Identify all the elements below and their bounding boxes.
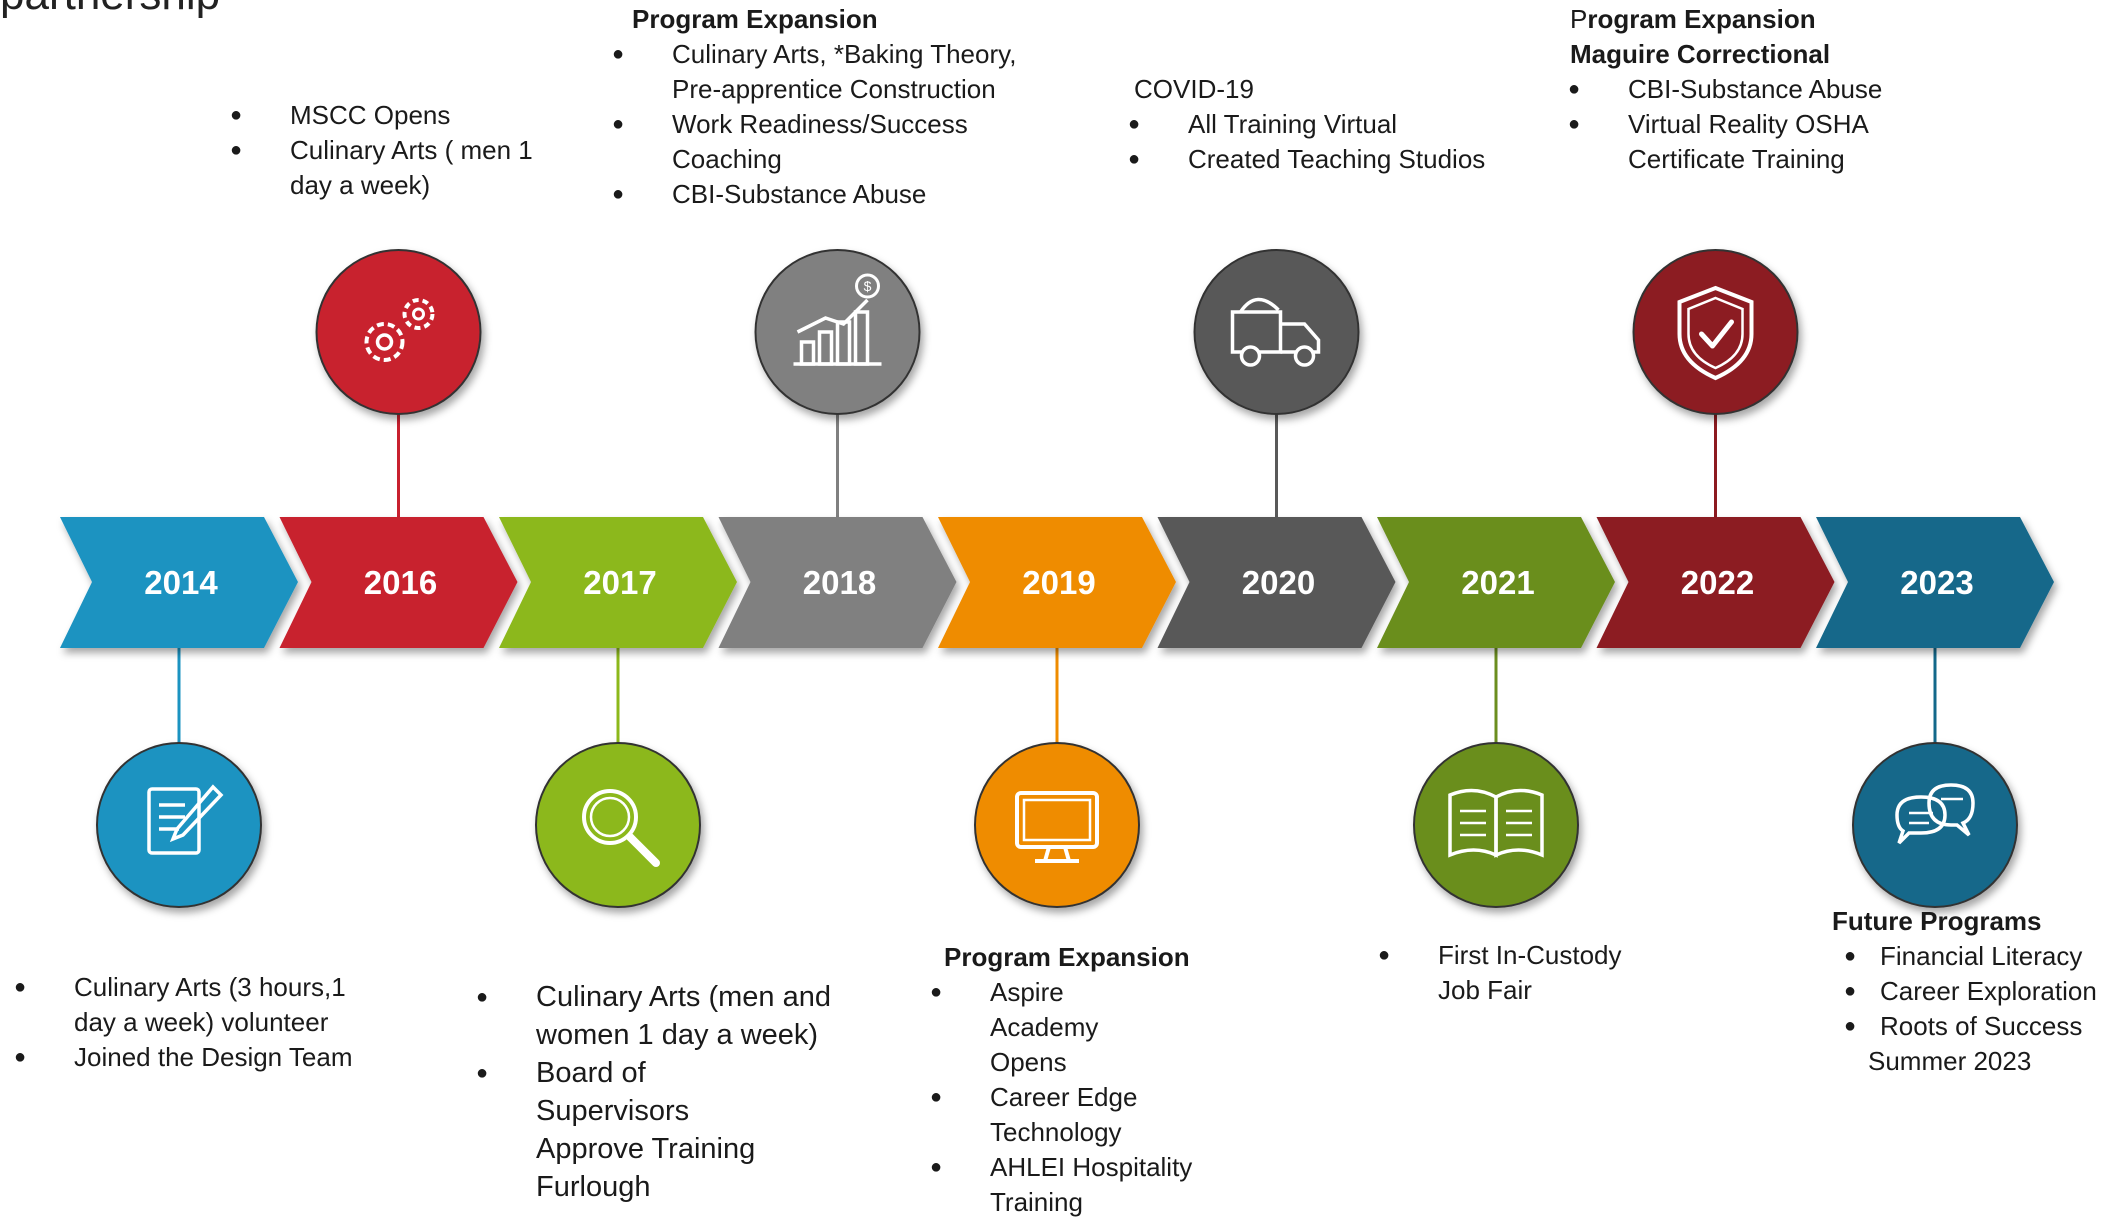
note-2023: Future Programs Financial Literacy Caree… — [1832, 904, 2121, 1079]
note-2023-item-1: Financial Literacy — [1844, 939, 2121, 974]
note-2023-item-3: Roots of Success — [1844, 1009, 2121, 1044]
timeline-graphic: 2014 2016 2017 2018 2019 2020 2021 2022 2023 $ — [60, 249, 2054, 908]
milestone-circle-2023 — [1852, 742, 2018, 908]
chevron-2019: 2019 — [938, 517, 1176, 648]
note-2022-item-1: CBI-Substance Abuse — [1568, 72, 1988, 107]
note-2018-item-2: Work Readiness/Success Coaching — [612, 107, 1002, 177]
magnifier-icon — [582, 789, 660, 867]
milestone-circle-2020 — [1193, 249, 1360, 415]
chevron-2014: 2014 — [60, 517, 298, 648]
milestone-circle-2014 — [96, 742, 262, 908]
year-label-2021: 2021 — [1461, 564, 1534, 601]
milestone-circle-2019 — [974, 742, 1140, 908]
note-2018-item-3: CBI-Substance Abuse — [612, 177, 1072, 212]
year-label-2023: 2023 — [1900, 564, 1973, 601]
note-2023-item-3-cont: Summer 2023 — [1868, 1046, 2032, 1076]
note-2021: First In-Custody Job Fair — [1378, 938, 1678, 1008]
open-book-icon — [1448, 788, 1544, 858]
chevron-2023: 2023 — [1816, 517, 2054, 648]
note-2022-item-2: Virtual Reality OSHA — [1568, 107, 1988, 142]
gears-icon — [364, 298, 435, 362]
milestone-circle-2016 — [315, 249, 482, 415]
note-2022-header: Program Expansion — [1568, 2, 1988, 37]
note-2022: Program Expansion Maguire Correctional C… — [1568, 2, 1988, 177]
note-2022-subheader: Maguire Correctional — [1570, 39, 1831, 69]
note-2016: MSCC Opens Culinary Arts ( men 1 day a w… — [230, 98, 550, 203]
note-2019-item-2: Career Edge Technology — [930, 1080, 1160, 1150]
milestone-circle-2021 — [1413, 742, 1579, 908]
milestone-circle-2017 — [535, 742, 701, 908]
chevron-2016: 2016 — [279, 517, 518, 648]
year-label-2022: 2022 — [1681, 564, 1754, 601]
chevron-2020: 2020 — [1157, 517, 1396, 648]
note-2022-header-rest: rogram Expansion — [1587, 4, 1816, 34]
note-2022-item-2-cont: Certificate Training — [1628, 144, 1845, 174]
year-label-2018: 2018 — [803, 564, 876, 601]
note-2017-item-2: Board of Supervisors Approve Training Fu… — [476, 1054, 776, 1206]
note-2018-header: Program Expansion — [632, 4, 878, 34]
growth-chart-icon: $ — [793, 273, 882, 366]
note-2016-item-1: MSCC Opens — [230, 98, 550, 133]
note-2014-item-2: Joined the Design Team — [14, 1040, 374, 1075]
note-2022-header-prefix: P — [1570, 4, 1588, 34]
note-2019-item-3: AHLEI Hospitality Training — [930, 1150, 1220, 1220]
shield-check-icon — [1677, 285, 1754, 381]
chat-bubbles-icon — [1895, 783, 1975, 845]
year-label-2014: 2014 — [144, 564, 218, 601]
page-title-fragment: partnership — [0, 0, 220, 20]
note-2023-item-2: Career Exploration — [1844, 974, 2121, 1009]
note-2014-item-1: Culinary Arts (3 hours,1 day a week) vol… — [14, 970, 374, 1040]
note-2019-header: Program Expansion — [944, 942, 1190, 972]
note-2023-header: Future Programs — [1832, 906, 2042, 936]
document-pen-icon — [147, 784, 224, 855]
note-2019: Program Expansion Aspire Academy Opens C… — [930, 940, 1250, 1220]
note-2019-item-1: Aspire Academy Opens — [930, 975, 1170, 1080]
note-2020-item-1: All Training Virtual — [1128, 107, 1528, 142]
milestone-circle-2018: $ — [754, 249, 921, 415]
note-2014: Culinary Arts (3 hours,1 day a week) vol… — [14, 970, 374, 1075]
svg-text:$: $ — [864, 278, 872, 294]
year-label-2019: 2019 — [1022, 564, 1095, 601]
chevron-2022: 2022 — [1596, 517, 1835, 648]
note-2016-item-2: Culinary Arts ( men 1 day a week) — [230, 133, 550, 203]
note-2021-item-1: First In-Custody Job Fair — [1378, 938, 1638, 1008]
note-2017-item-1: Culinary Arts (men and women 1 day a wee… — [476, 978, 856, 1054]
note-2018: Program Expansion Culinary Arts, *Baking… — [612, 2, 1072, 212]
monitor-icon — [1015, 791, 1099, 863]
dump-truck-icon — [1230, 297, 1321, 367]
note-2018-item-1: Culinary Arts, *Baking Theory, Pre-appre… — [612, 37, 1072, 107]
note-2020-header: COVID-19 — [1134, 74, 1254, 104]
chevron-2021: 2021 — [1377, 517, 1615, 648]
note-2020-item-2: Created Teaching Studios — [1128, 142, 1528, 177]
chevron-2017: 2017 — [499, 517, 737, 648]
chevron-2018: 2018 — [718, 517, 957, 648]
year-label-2016: 2016 — [364, 564, 437, 601]
year-label-2017: 2017 — [583, 564, 656, 601]
note-2020: COVID-19 All Training Virtual Created Te… — [1128, 72, 1528, 177]
note-2017: Culinary Arts (men and women 1 day a wee… — [476, 978, 856, 1206]
year-label-2020: 2020 — [1242, 564, 1315, 601]
milestone-circle-2022 — [1632, 249, 1799, 415]
